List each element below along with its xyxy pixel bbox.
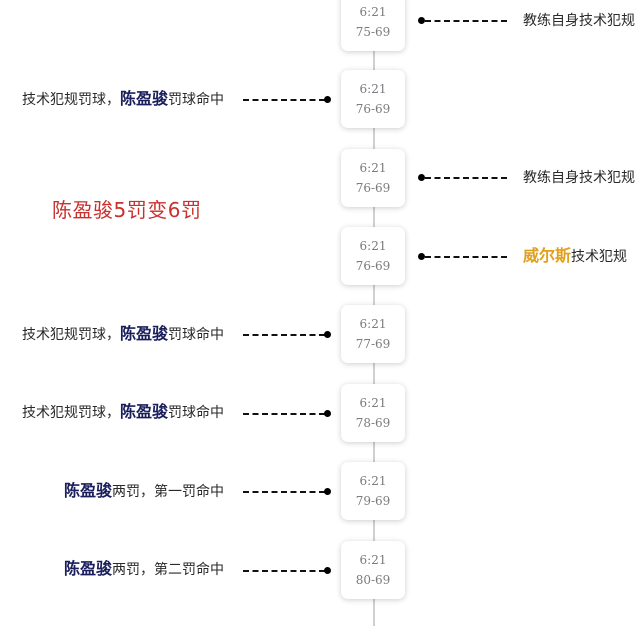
event-description: 技术犯规罚球，陈盈骏罚球命中	[22, 402, 224, 423]
connector-line	[243, 491, 325, 493]
event-score: 75-69	[355, 25, 391, 39]
connector-dot	[324, 410, 331, 417]
annotation-note: 陈盈骏5罚变6罚	[52, 198, 202, 222]
connector-line	[425, 256, 507, 258]
connector-line	[243, 99, 325, 101]
event-description: 威尔斯技术犯规	[523, 246, 627, 267]
time-card: 6:21 79-69	[341, 462, 405, 520]
event-description: 教练自身技术犯规	[523, 168, 635, 188]
event-score: 80-69	[355, 573, 391, 587]
connector-dot	[324, 96, 331, 103]
event-suffix: 两罚，第一罚命中	[112, 484, 224, 500]
connector-dot	[324, 331, 331, 338]
connector-line	[243, 570, 325, 572]
event-time: 6:21	[359, 317, 387, 331]
connector-line	[425, 177, 507, 179]
player-name: 威尔斯	[523, 246, 572, 265]
time-card: 6:21 76-69	[341, 227, 405, 285]
event-suffix: 罚球命中	[168, 327, 224, 343]
event-description: 技术犯规罚球，陈盈骏罚球命中	[22, 324, 224, 345]
event-time: 6:21	[359, 161, 387, 175]
event-description: 陈盈骏两罚，第一罚命中	[64, 481, 224, 502]
player-name: 陈盈骏	[63, 559, 112, 578]
time-card: 6:21 77-69	[341, 305, 405, 363]
event-score: 77-69	[355, 337, 391, 351]
time-card: 6:21 76-69	[341, 149, 405, 207]
event-text: 教练自身技术犯规	[523, 13, 635, 29]
event-description: 技术犯规罚球，陈盈骏罚球命中	[22, 89, 224, 110]
event-time: 6:21	[359, 396, 387, 410]
event-text: 教练自身技术犯规	[523, 170, 635, 186]
event-suffix: 技术犯规	[571, 249, 628, 265]
event-prefix: 技术犯规罚球，	[21, 327, 120, 343]
player-name: 陈盈骏	[119, 402, 168, 421]
player-name: 陈盈骏	[119, 89, 168, 108]
event-description: 陈盈骏两罚，第二罚命中	[64, 559, 224, 580]
event-time: 6:21	[359, 239, 387, 253]
event-time: 6:21	[359, 553, 387, 567]
player-name: 陈盈骏	[119, 324, 168, 343]
event-prefix: 技术犯规罚球，	[21, 92, 120, 108]
connector-line	[243, 334, 325, 336]
event-score: 78-69	[355, 416, 391, 430]
connector-line	[425, 20, 507, 22]
player-name: 陈盈骏	[63, 481, 112, 500]
event-time: 6:21	[359, 5, 387, 19]
time-card: 6:21 80-69	[341, 541, 405, 599]
event-score: 76-69	[355, 181, 391, 195]
event-score: 76-69	[355, 259, 391, 273]
time-card: 6:21 78-69	[341, 384, 405, 442]
event-suffix: 罚球命中	[168, 92, 224, 108]
event-suffix: 罚球命中	[168, 405, 224, 421]
event-prefix: 技术犯规罚球，	[21, 405, 120, 421]
time-card: 6:21 76-69	[341, 70, 405, 128]
connector-dot	[324, 567, 331, 574]
connector-line	[243, 413, 325, 415]
connector-dot	[418, 17, 425, 24]
event-time: 6:21	[359, 82, 387, 96]
connector-dot	[418, 174, 425, 181]
event-score: 79-69	[355, 494, 391, 508]
time-card: 6:21 75-69	[341, 0, 405, 51]
connector-dot	[418, 253, 425, 260]
event-score: 76-69	[355, 102, 391, 116]
event-time: 6:21	[359, 474, 387, 488]
event-description: 教练自身技术犯规	[523, 11, 635, 31]
event-suffix: 两罚，第二罚命中	[112, 562, 224, 578]
connector-dot	[324, 488, 331, 495]
